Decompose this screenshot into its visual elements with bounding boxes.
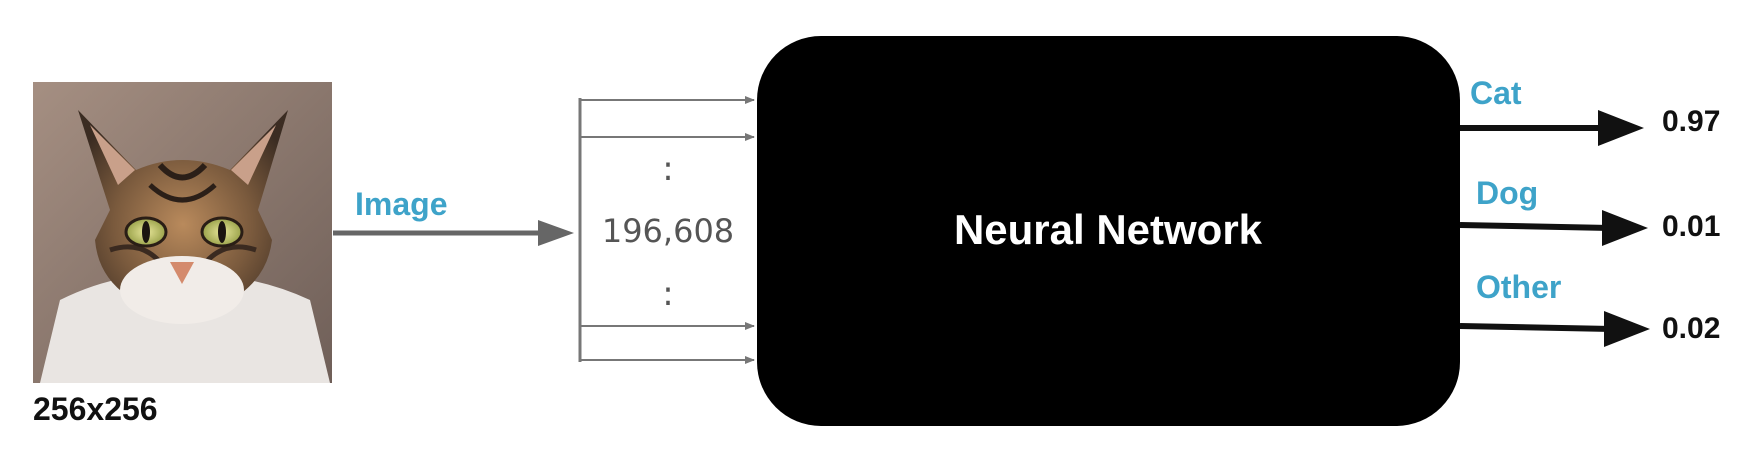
- input-bus: [578, 96, 755, 364]
- cat-image: [33, 82, 332, 383]
- output-value-other: 0.02: [1662, 312, 1720, 345]
- output-label-dog: Dog: [1476, 175, 1538, 211]
- output-value-cat: 0.97: [1662, 105, 1720, 138]
- image-arrow-label: Image: [355, 186, 447, 222]
- output-value-dog: 0.01: [1662, 210, 1720, 243]
- neural-network-label: Neural Network: [954, 206, 1263, 253]
- image-size-label: 256x256: [33, 391, 158, 427]
- input-ellipsis-bottom: :: [662, 274, 673, 314]
- output-label-cat: Cat: [1470, 75, 1522, 111]
- output-label-other: Other: [1476, 269, 1561, 305]
- input-count-label: 196,608: [602, 212, 734, 250]
- output-dog: [1459, 210, 1648, 246]
- input-ellipsis-top: :: [662, 149, 673, 189]
- image-input-arrow: [333, 220, 574, 246]
- output-other: [1459, 311, 1650, 347]
- output-cat: [1460, 110, 1644, 146]
- neural-network-box: [757, 36, 1460, 426]
